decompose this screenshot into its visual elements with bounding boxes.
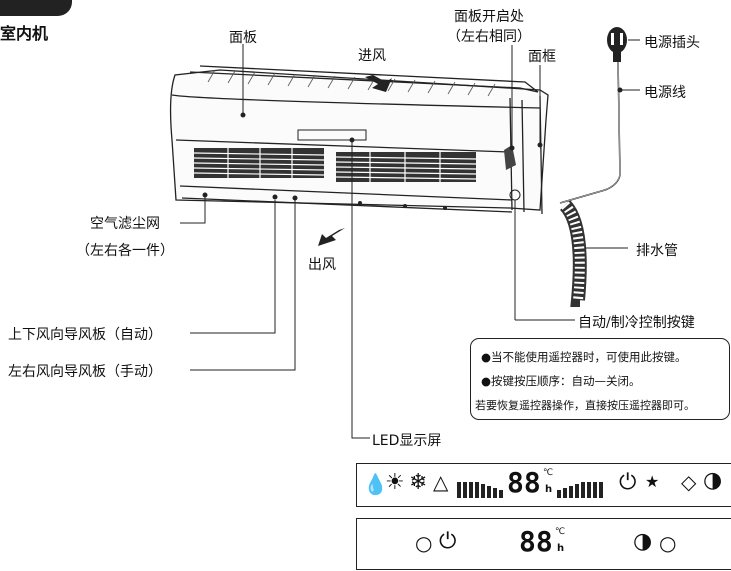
fan-icon: △: [433, 470, 449, 494]
leader-horizontal-louver: [190, 200, 296, 371]
power-plug-icon: [607, 27, 627, 62]
label-air-out: 出风: [308, 257, 336, 273]
label-horizontal-louver: 左右风向导风板（手动）: [8, 364, 162, 380]
power-cord: [559, 59, 621, 204]
label-frame: 面框: [528, 49, 556, 65]
leader-vertical-louver: [190, 200, 276, 334]
sun-icon: ☀: [385, 470, 405, 495]
unit-hour: h: [545, 484, 553, 495]
fan-speed-bars-right-icon: [557, 482, 603, 498]
led-digits: 88: [519, 525, 553, 558]
note-line-1: ●当不能使用遥控器时，可使用此按键。: [481, 350, 687, 364]
label-air-filter: 空气滤尘网: [90, 216, 160, 232]
label-air-in: 进风: [358, 48, 386, 64]
label-power-plug: 电源插头: [644, 35, 700, 51]
led-digits: 88: [507, 466, 541, 499]
unit-celsius: ℃: [555, 527, 566, 537]
clock-icon: ◑: [703, 468, 723, 493]
header-tab: [0, 0, 72, 16]
section-title: 室内机: [0, 24, 49, 43]
label-panel: 面板: [229, 30, 257, 46]
label-power-cord: 电源线: [644, 85, 686, 101]
leader-filter: [180, 195, 206, 224]
circle-indicator-icon: ○: [659, 531, 677, 555]
circle-indicator-icon: ○: [415, 531, 433, 555]
snowflake-icon: ❄: [409, 470, 428, 495]
unit-hour: h: [557, 543, 565, 554]
panel-display-window: [297, 129, 367, 141]
top-vent-grille: [207, 69, 496, 97]
fan-speed-bars-left-icon: [457, 482, 503, 498]
swing-icon: ◇: [681, 470, 697, 494]
air-in-arrow: [365, 75, 392, 92]
label-led-display: LED显示屏: [372, 433, 442, 449]
power-icon: ⏻: [619, 470, 637, 495]
clock-icon: ◑: [633, 529, 653, 554]
manual-button-note: ●当不能使用遥控器时，可使用此按键。 ●按键按压顺序：自动—关闭。 若要恢复遥控…: [470, 338, 730, 420]
panel-latch: [504, 145, 516, 170]
note-line-3: 若要恢复遥控器操作，直接按压遥控器即可。: [475, 399, 695, 412]
note-line-2: ●按键按压顺序：自动—关闭。: [481, 374, 641, 388]
unit-celsius: ℃: [543, 468, 554, 478]
led-display-simple: ○ ⏻ 88 ℃ h ◑ ○: [356, 518, 731, 570]
label-panel-open-point: 面板开启处: [454, 9, 524, 25]
label-both-sides-same: （左右相同）: [447, 29, 531, 45]
label-auto-cool-button: 自动/制冷控制按键: [578, 315, 695, 331]
air-out-arrow: [318, 228, 345, 246]
power-icon: ⏻: [439, 529, 457, 554]
leader-led: [351, 140, 370, 439]
label-drain-pipe: 排水管: [636, 243, 678, 259]
label-one-each-side: （左右各一件）: [76, 243, 174, 259]
label-vertical-louver: 上下风向导风板（自动）: [8, 327, 162, 343]
water-drop-icon: 💧: [363, 472, 388, 496]
star-icon: ★: [645, 472, 660, 491]
led-display-full: 💧 ☀ ❄ △ 88 ℃ h ⏻ ★ ◇ ◑: [356, 463, 731, 507]
louver-markers: [272, 189, 521, 210]
